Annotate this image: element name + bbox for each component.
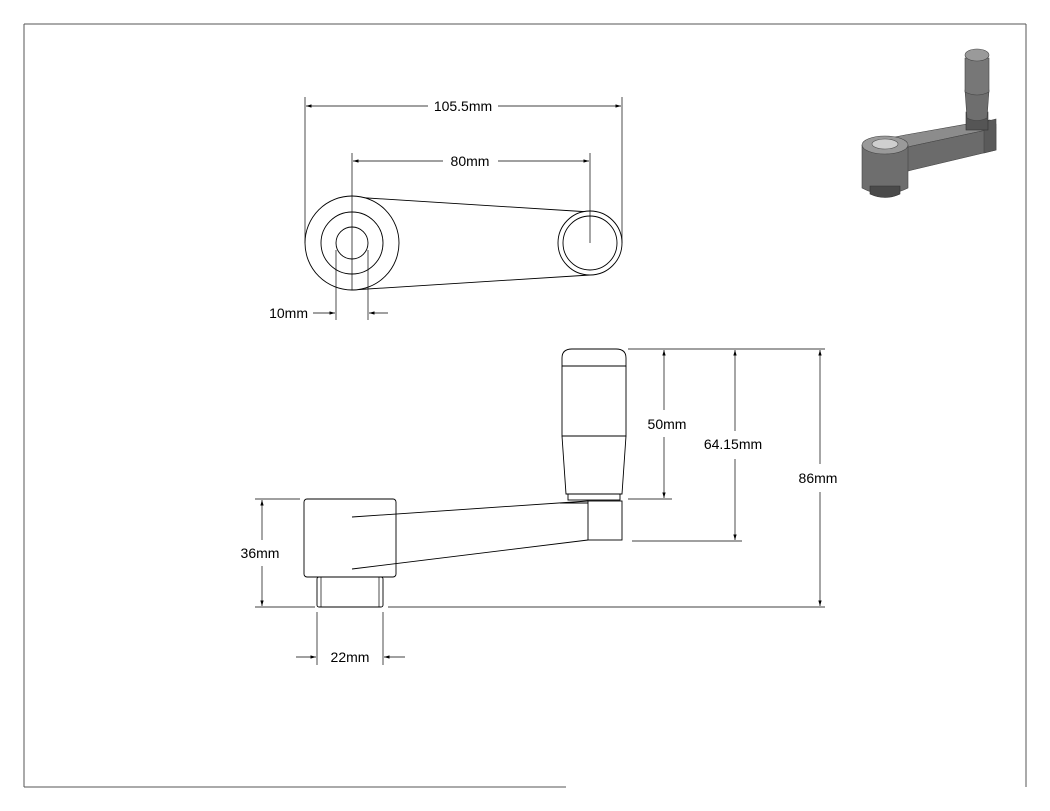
drawing-frame [23, 23, 1027, 788]
dimension-label-hub-height: 36mm [241, 545, 280, 561]
crank-arm-top-outline [351, 196, 591, 291]
dimension-hub-height: 36mm [241, 498, 315, 608]
hub-front [316, 576, 384, 608]
dimension-overall-length: 105.5mm [304, 97, 623, 243]
dimension-label-grip-length: 50mm [648, 416, 687, 432]
extension-lines-right [388, 348, 825, 608]
dimension-label-grip-offset: 64.15mm [704, 436, 762, 452]
dimension-grip-offset: 64.15mm [704, 350, 762, 540]
grip-handle-front [561, 348, 627, 501]
dimension-overall-height: 86mm [799, 350, 838, 606]
dimension-label-bore: 10mm [269, 305, 308, 321]
crank-arm-front [303, 498, 623, 578]
dimension-label-overall-length: 105.5mm [434, 98, 492, 114]
isometric-preview [861, 48, 997, 198]
dimension-bore: 10mm [269, 250, 388, 321]
front-view: 50mm 64.15mm 86mm 36mm 22mm [241, 348, 838, 665]
dimension-label-hub-diameter: 22mm [331, 649, 370, 665]
dimension-grip-length: 50mm [648, 350, 687, 498]
top-view: 105.5mm 80mm 10mm [269, 97, 623, 321]
dimension-center-distance: 80mm [351, 153, 591, 290]
dimension-hub-diameter: 22mm [296, 612, 405, 665]
dimension-label-center-distance: 80mm [451, 153, 490, 169]
dimension-label-overall-height: 86mm [799, 470, 838, 486]
